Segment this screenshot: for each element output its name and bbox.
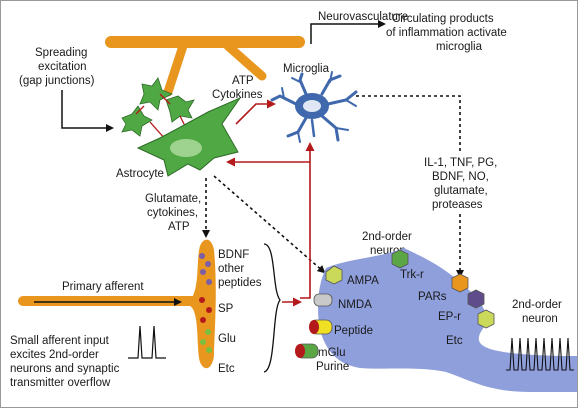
- neuron-main-label-line1: 2nd-order: [362, 231, 412, 243]
- etc-receptor: [477, 309, 495, 329]
- neurovasculature-vessel: [105, 36, 305, 97]
- transmitter-bracket: [263, 243, 281, 373]
- bdnf-label: BDNF: [218, 249, 249, 261]
- cytokines-label: Cytokines: [212, 89, 263, 101]
- etc-right-label: Etc: [446, 335, 463, 347]
- astrocyte-to-neuron-arrow: [213, 175, 326, 274]
- neuron-right-label-line1: 2nd-order: [512, 299, 562, 311]
- small-input-line4: transmitter overflow: [10, 377, 111, 389]
- microglia-nucleus: [303, 100, 321, 112]
- glu-label: Glu: [218, 333, 236, 345]
- vessel-to-circulating-arrow: [310, 20, 386, 44]
- mediators-line2: BDNF, NO,: [432, 171, 489, 183]
- mglu-label: mGlu: [318, 347, 345, 359]
- neuron-right-label-line2: neuron: [522, 313, 558, 325]
- astrocyte-label: Astrocyte: [116, 168, 164, 180]
- small-input-line1: Small afferent input: [10, 335, 110, 347]
- circulating-label-line1: Circulating products: [392, 13, 494, 25]
- atp-label: ATP: [232, 75, 254, 87]
- spreading-label-line1: Spreading: [35, 47, 87, 59]
- astrocyte-cluster: [121, 77, 242, 177]
- circulating-label-line2: of inflammation activate: [386, 27, 507, 39]
- peptide-receptor: [309, 319, 333, 335]
- spreading-arrow: [61, 90, 114, 132]
- microglia-cell: [270, 71, 358, 143]
- peptides-label: peptides: [218, 277, 262, 289]
- neuron-spike-train: [506, 337, 574, 371]
- purine-label: Purine: [316, 361, 349, 373]
- ampa-receptor: [325, 265, 343, 285]
- circulating-label-line3: microglia: [436, 41, 483, 53]
- ep-r-label: EP-r: [438, 311, 461, 323]
- small-input-line3: neurons and synaptic: [10, 363, 120, 375]
- peptide-label: Peptide: [334, 325, 373, 337]
- other-label: other: [218, 263, 244, 275]
- glutamate-line2: cytokines,: [147, 207, 198, 219]
- astrocyte-to-microglia-arrow: [235, 99, 276, 125]
- small-input-line2: excites 2nd-order: [10, 349, 99, 361]
- glutamate-line3: ATP: [168, 221, 190, 233]
- trk-r-receptor: [391, 249, 409, 269]
- mediators-line4: proteases: [432, 199, 483, 211]
- microglia-mediators-arrow: [356, 95, 464, 278]
- trk-r-label: Trk-r: [400, 269, 424, 281]
- etc-left-label: Etc: [218, 363, 235, 375]
- glutamate-line1: Glutamate,: [145, 193, 201, 205]
- spreading-label-line3: (gap junctions): [19, 75, 95, 87]
- mglu-receptor: [295, 343, 319, 359]
- pars-label: PARs: [418, 291, 447, 303]
- afferent-spike-train: [128, 325, 166, 359]
- sp-label: SP: [218, 303, 234, 315]
- primary-afferent-label: Primary afferent: [62, 281, 144, 293]
- ampa-label: AMPA: [347, 275, 379, 287]
- mediators-line1: IL-1, TNF, PG,: [424, 157, 497, 169]
- pars-receptor: [451, 273, 469, 293]
- nmda-receptor: [313, 293, 333, 307]
- nmda-label: NMDA: [338, 299, 372, 311]
- neuron-to-microglia-arrow: [300, 142, 315, 299]
- primary-afferent-terminal: [18, 239, 216, 369]
- spreading-label-line2: excitation: [38, 61, 87, 73]
- mediators-line3: glutamate,: [434, 185, 488, 197]
- microglia-label: Microglia: [283, 63, 330, 75]
- ep-r-receptor: [467, 289, 485, 309]
